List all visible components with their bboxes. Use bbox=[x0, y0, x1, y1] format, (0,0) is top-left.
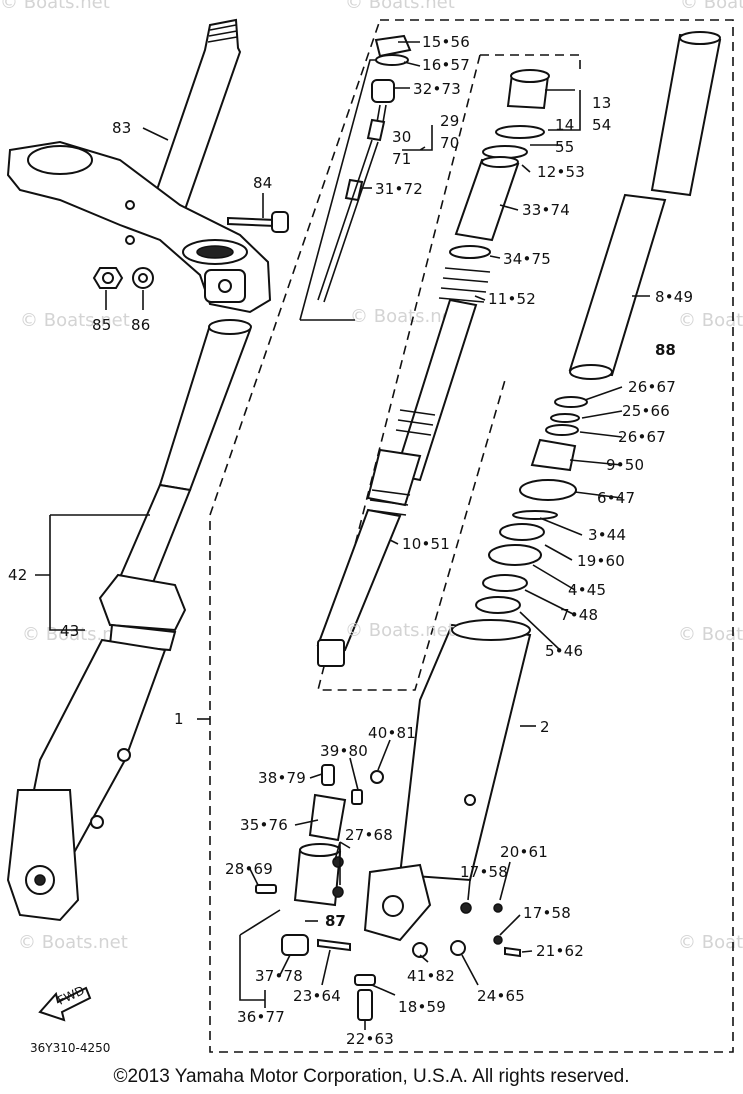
callout-26-67-top: 26•67 bbox=[628, 378, 676, 396]
washer-86 bbox=[132, 267, 154, 289]
callout-36-77: 36•77 bbox=[237, 1008, 285, 1026]
svg-text:© Boats.net: © Boats.net bbox=[680, 0, 743, 13]
nut-85 bbox=[92, 267, 124, 289]
callout-19-60: 19•60 bbox=[577, 552, 625, 570]
fwd-arrow-icon: FWD bbox=[38, 983, 92, 1022]
callout-42: 42 bbox=[8, 566, 28, 584]
callout-83: 83 bbox=[112, 119, 132, 137]
svg-text:© Boats.net: © Boats.net bbox=[350, 306, 460, 327]
svg-text:© Boats.net: © Boats.net bbox=[0, 0, 110, 13]
callout-26-67-bottom: 26•67 bbox=[618, 428, 666, 446]
svg-text:© Boats.net: © Boats.net bbox=[678, 310, 743, 331]
callout-27-68: 27•68 bbox=[345, 826, 393, 844]
callout-35-76: 35•76 bbox=[240, 816, 288, 834]
callout-16-57: 16•57 bbox=[422, 56, 470, 74]
callout-86: 86 bbox=[131, 316, 151, 334]
diagram-code: 36Y310-4250 bbox=[30, 1041, 110, 1055]
svg-text:© Boats.net: © Boats.net bbox=[678, 932, 743, 953]
svg-text:© Boats.net: © Boats.net bbox=[678, 624, 743, 645]
callout-30: 30 bbox=[392, 128, 412, 146]
callout-43: 43 bbox=[60, 622, 80, 640]
callout-15-56: 15•56 bbox=[422, 33, 470, 51]
callout-1: 1 bbox=[174, 710, 184, 728]
callout-34-75: 34•75 bbox=[503, 250, 551, 268]
callout-55: 55 bbox=[555, 138, 575, 156]
callout-7-48: 7•48 bbox=[560, 606, 598, 624]
callout-21-62: 21•62 bbox=[536, 942, 584, 960]
steering-stem bbox=[6, 18, 272, 314]
callout-23-64: 23•64 bbox=[293, 987, 341, 1005]
callout-37-78: 37•78 bbox=[255, 967, 303, 985]
callout-2: 2 bbox=[540, 718, 550, 736]
watermarks: © Boats.net © Boats.net © Boats.net © Bo… bbox=[0, 0, 743, 953]
callout-3-44: 3•44 bbox=[588, 526, 626, 544]
callout-85: 85 bbox=[92, 316, 112, 334]
svg-text:© Boats.net: © Boats.net bbox=[345, 0, 455, 13]
callout-labels: 83 84 85 86 42 43 1 15•56 16•57 32•73 29… bbox=[8, 33, 693, 1048]
svg-text:© Boats.net: © Boats.net bbox=[20, 310, 130, 331]
callout-87: 87 bbox=[325, 912, 346, 930]
callout-25-66: 25•66 bbox=[622, 402, 670, 420]
copyright-notice: ©2013 Yamaha Motor Corporation, U.S.A. A… bbox=[113, 1066, 630, 1087]
callout-71: 71 bbox=[392, 150, 412, 168]
callout-11-52: 11•52 bbox=[488, 290, 536, 308]
callout-84: 84 bbox=[253, 174, 273, 192]
damper-rod-assembly bbox=[317, 34, 412, 303]
leader-lines bbox=[35, 41, 650, 1030]
callout-6-47: 6•47 bbox=[597, 489, 635, 507]
callout-9-50: 9•50 bbox=[606, 456, 644, 474]
assembled-fork-leg bbox=[6, 319, 252, 922]
svg-text:© Boats.net: © Boats.net bbox=[18, 932, 128, 953]
callout-33-74: 33•74 bbox=[522, 201, 570, 219]
callout-88: 88 bbox=[655, 341, 676, 359]
callout-32-73: 32•73 bbox=[413, 80, 461, 98]
callout-70: 70 bbox=[440, 134, 460, 152]
callout-20-61: 20•61 bbox=[500, 843, 548, 861]
callout-13: 13 bbox=[592, 94, 612, 112]
callout-54: 54 bbox=[592, 116, 612, 134]
callout-39-80: 39•80 bbox=[320, 742, 368, 760]
callout-41-82: 41•82 bbox=[407, 967, 455, 985]
callout-8-49: 8•49 bbox=[655, 288, 693, 306]
callout-22-63: 22•63 bbox=[346, 1030, 394, 1048]
callout-29: 29 bbox=[440, 112, 460, 130]
bolt-84 bbox=[227, 211, 289, 233]
damper-cartridge bbox=[316, 69, 550, 667]
callout-31-72: 31•72 bbox=[375, 180, 423, 198]
callout-14: 14 bbox=[555, 116, 575, 134]
callout-12-53: 12•53 bbox=[537, 163, 585, 181]
callout-24-65: 24•65 bbox=[477, 987, 525, 1005]
callout-4-45: 4•45 bbox=[568, 581, 606, 599]
small-parts bbox=[255, 764, 521, 1021]
callout-10-51: 10•51 bbox=[402, 535, 450, 553]
callout-17-58-right: 17•58 bbox=[523, 904, 571, 922]
outer-tube-and-seals bbox=[363, 31, 722, 942]
center-watermark: © Boats.net bbox=[345, 620, 455, 641]
callout-5-46: 5•46 bbox=[545, 642, 583, 660]
callout-40-81: 40•81 bbox=[368, 724, 416, 742]
callout-38-79: 38•79 bbox=[258, 769, 306, 787]
callout-28-69: 28•69 bbox=[225, 860, 273, 878]
callout-18-59: 18•59 bbox=[398, 998, 446, 1016]
callout-17-58-top: 17•58 bbox=[460, 863, 508, 881]
